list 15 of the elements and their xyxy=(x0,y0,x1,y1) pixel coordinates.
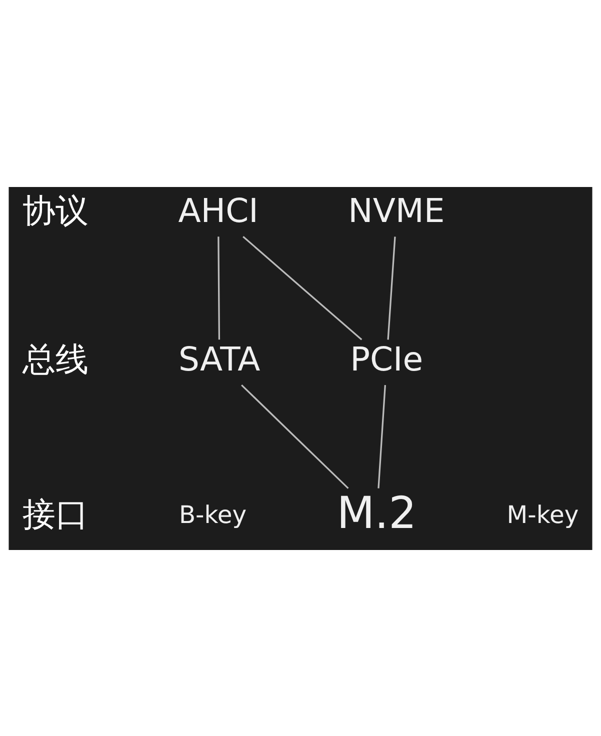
label: 接口 xyxy=(22,494,88,533)
connector xyxy=(242,236,362,340)
node-text: M.2 xyxy=(336,488,417,538)
node-text: AHCI xyxy=(178,190,258,230)
connector xyxy=(378,384,386,488)
connector xyxy=(387,236,396,340)
node-text: SATA xyxy=(178,339,260,378)
node-label: M-key xyxy=(506,500,579,529)
label: 总线 xyxy=(22,339,88,378)
node-text: PCIe xyxy=(350,339,424,378)
connector xyxy=(241,384,349,488)
node-text: NVME xyxy=(348,190,445,230)
connector xyxy=(218,236,220,340)
label: 协议 xyxy=(22,190,88,230)
node-label: B-key xyxy=(178,500,247,529)
